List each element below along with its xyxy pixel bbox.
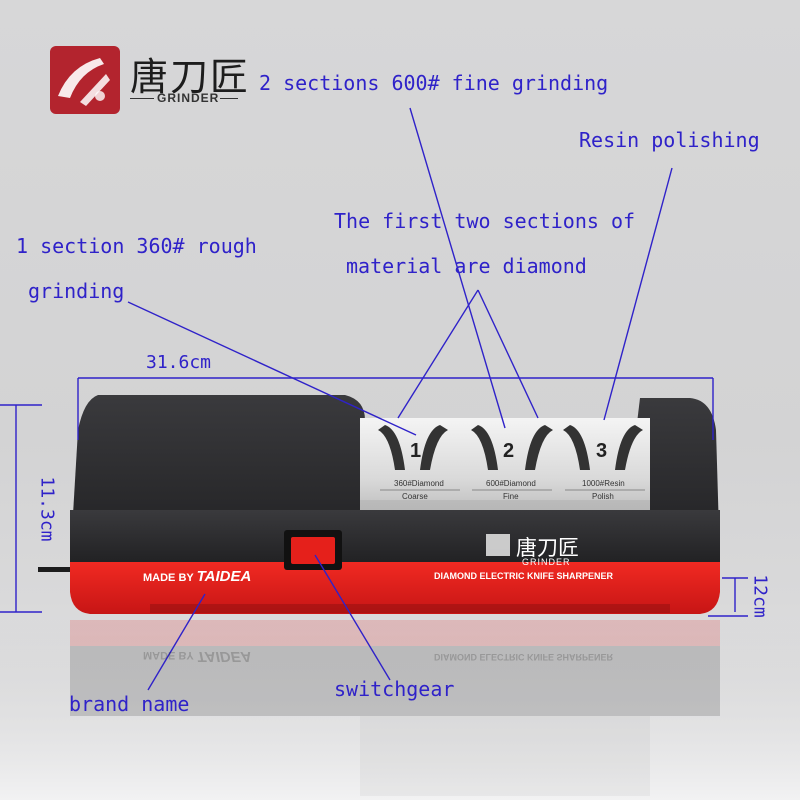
brand-logo-english: GRINDER <box>157 91 220 105</box>
slot-1 <box>378 425 448 470</box>
reflection-made-by-brand: TAIDEA <box>196 648 252 665</box>
reflection-brand-text: MADE BY TAIDEA <box>143 648 251 665</box>
panel-logo-chinese: 唐刀匠 <box>516 536 579 560</box>
product-subtitle: DIAMOND ELECTRIC KNIFE SHARPENER <box>434 571 614 581</box>
made-by-prefix: MADE BY <box>143 572 194 584</box>
label-diamond-line2: material are diamond <box>346 254 587 278</box>
slot-3-grit: 1000#Resin <box>582 479 625 488</box>
brand-name-print: MADE BY TAIDEA <box>143 568 251 585</box>
label-resin-polishing: Resin polishing <box>579 128 760 152</box>
logo-rule-left <box>130 98 154 99</box>
label-rough-line2: grinding <box>28 279 125 303</box>
red-base <box>70 562 720 614</box>
reflection <box>70 620 720 796</box>
made-by-brand: TAIDEA <box>196 568 252 585</box>
slot-1-stage: Coarse <box>402 492 428 501</box>
brand-logo-chinese: 唐刀匠 <box>130 55 251 99</box>
reflection-subtitle: DIAMOND ELECTRIC KNIFE SHARPENER <box>434 652 614 662</box>
reflection-made-by-prefix: MADE BY <box>143 649 194 661</box>
label-rough-line1: 1 section 360# rough <box>16 234 257 258</box>
slot-2-stage: Fine <box>503 492 519 501</box>
slot-2 <box>471 425 553 470</box>
label-switchgear: switchgear <box>334 677 455 701</box>
slot-2-grit: 600#Diamond <box>486 479 536 488</box>
logo-rule-right <box>220 98 238 99</box>
slot-1-number: 1 <box>410 440 422 462</box>
slot-3 <box>563 425 643 470</box>
slot-3-stage: Polish <box>592 492 614 501</box>
label-fine-grinding: 2 sections 600# fine grinding <box>259 71 609 95</box>
power-cord <box>38 567 72 572</box>
brand-logo-mark <box>50 46 120 114</box>
label-brand-name: brand name <box>69 692 190 716</box>
label-depth: 12cm <box>749 574 771 618</box>
front-panel <box>70 510 720 568</box>
label-length: 31.6cm <box>146 352 212 373</box>
label-height: 11.3cm <box>36 476 58 542</box>
slot-3-number: 3 <box>596 440 608 462</box>
panel-logo-english: GRINDER <box>522 557 571 567</box>
slot-1-grit: 360#Diamond <box>394 479 444 488</box>
label-diamond-line1: The first two sections of <box>334 209 636 233</box>
slot-2-number: 2 <box>503 440 515 462</box>
panel-logo-mark <box>486 534 510 556</box>
